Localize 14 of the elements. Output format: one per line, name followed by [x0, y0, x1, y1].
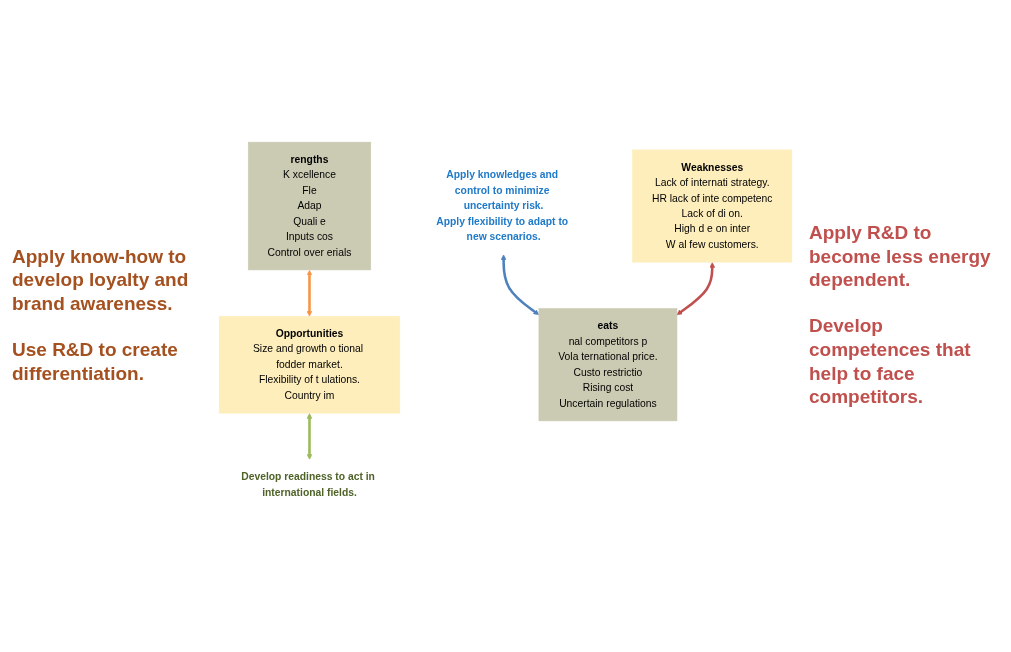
side-note: Use R&D to create differentiation.	[12, 337, 179, 386]
arrow	[500, 254, 540, 316]
arrow	[306, 269, 313, 317]
node-text: Apply knowledges and control to minimize uncertainty risk. Apply flexibility to adapt to new scenarios.	[436, 169, 569, 243]
node-box: eats nal competitors p Vola ternational price. Custo restrictio Rising cost Uncertain regulations	[538, 308, 678, 422]
side-note: Apply know-how to develop loyalty and brand awareness.	[12, 244, 190, 316]
node-box: Weaknesses Lack of internati strategy. HR lack of inte competenc Lack of di on. High d e on inter W al few customers.	[632, 149, 793, 263]
arrow	[306, 413, 313, 460]
arrow	[676, 262, 716, 316]
node-box: Opportunities Size and growth o tional fodder market. Flexibility of t ulations. Country im	[218, 316, 401, 414]
node-box: rengths K xcellence Fle Adap Quali e Inputs cos Control over erials	[247, 141, 372, 271]
node-text: Develop readiness to act in international fields.	[241, 471, 375, 498]
side-note: Apply R&D to become less energy dependent.	[809, 220, 992, 293]
side-note: Develop competences that help to face competitors.	[809, 314, 972, 410]
